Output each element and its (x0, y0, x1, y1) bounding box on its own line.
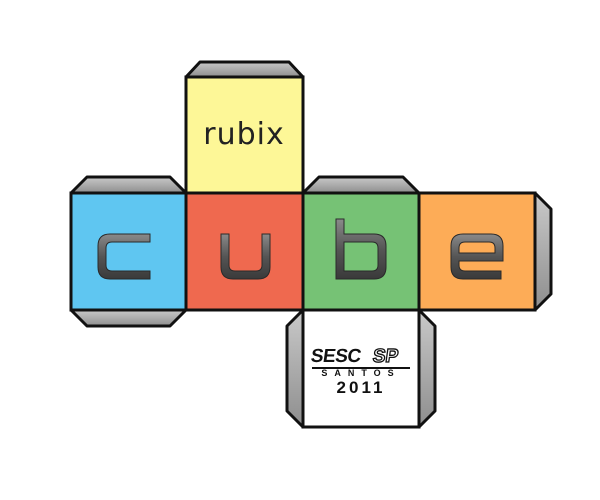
rubix-label: rubix (203, 117, 284, 152)
sesc-logo: SESC SP SANTOS 2011 (309, 345, 410, 397)
flap-e-right (533, 191, 553, 312)
year-label: 2011 (337, 378, 386, 397)
face-b (301, 191, 421, 312)
flap-c-top (69, 175, 188, 195)
sp-label: SP (371, 346, 400, 367)
city-label: SANTOS (321, 368, 400, 378)
face-e (417, 191, 537, 312)
letter-b (335, 218, 387, 280)
middle-row (69, 191, 537, 312)
flap-bottom-left (285, 308, 305, 429)
flap-top (184, 60, 305, 79)
flap-c-bottom (69, 308, 188, 328)
sesc-label: SESC (309, 346, 362, 367)
top-face: rubix (184, 75, 305, 195)
face-u (184, 191, 305, 312)
letter-u (220, 233, 271, 280)
flap-bottom-right (417, 308, 437, 429)
face-c (69, 191, 188, 312)
bottom-face: SESC SP SANTOS 2011 (301, 308, 421, 429)
letter-c (97, 233, 151, 280)
flap-b-top (301, 175, 421, 195)
letter-e (450, 233, 504, 280)
